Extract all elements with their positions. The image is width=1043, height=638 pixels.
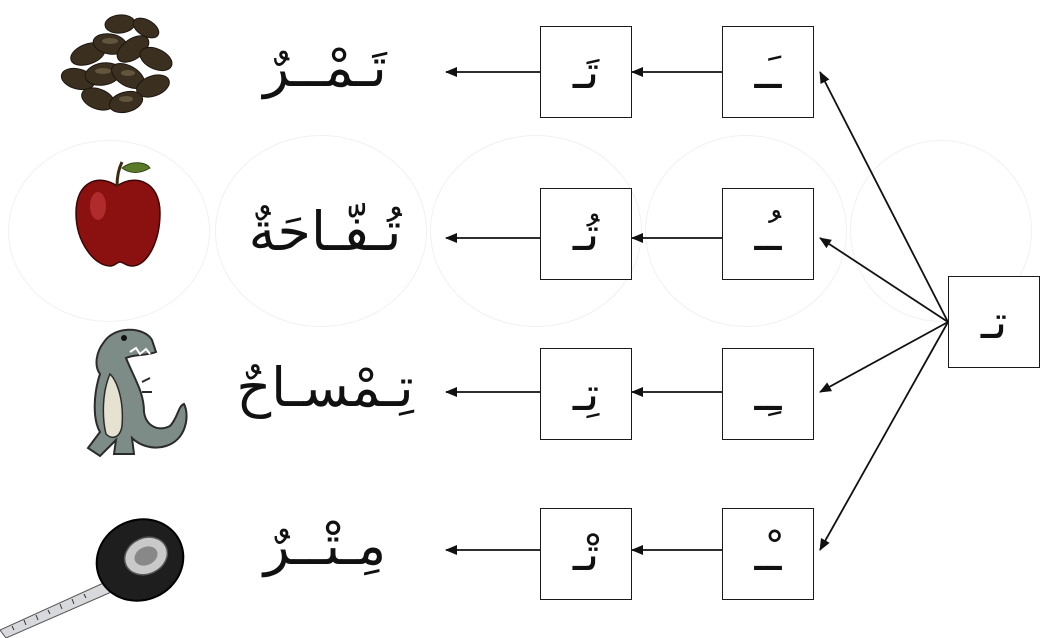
source-letter-box: تـ	[948, 276, 1040, 368]
vowel-mark: ـَـ	[754, 45, 782, 99]
background-circle	[215, 135, 427, 327]
syllable-box: تِـ	[540, 348, 632, 440]
vowel-mark: ـُـ	[754, 207, 782, 261]
word-label: تُـفّـاحَةٌ	[248, 200, 402, 263]
crocodile-icon	[86, 328, 188, 458]
vowel-box: ـْـ	[722, 508, 814, 600]
arrow-fan-3	[819, 321, 949, 393]
vowel-mark: ـْـ	[754, 527, 782, 581]
arrow-fan-1	[819, 71, 949, 323]
arrow-fan-2	[819, 237, 949, 323]
syllable: تْـ	[572, 527, 600, 581]
vowel-box: ـَـ	[722, 26, 814, 118]
syllable: تِـ	[572, 367, 600, 421]
background-circle	[645, 135, 847, 327]
dates-icon	[60, 14, 173, 114]
background-circle	[430, 135, 642, 327]
background-circle	[8, 140, 210, 322]
vowel-box: ـُـ	[722, 188, 814, 280]
vowel-mark: ـِـ	[754, 367, 782, 421]
syllable-box: تْـ	[540, 508, 632, 600]
word-label: تَـمْــرٌ	[263, 36, 387, 99]
background-circle	[850, 140, 1032, 322]
word-label: تِـمْسـاحٌ	[236, 356, 414, 419]
syllable-box: تَـ	[540, 26, 632, 118]
syllable: تُـ	[572, 207, 600, 261]
arrow-fan-4	[819, 321, 949, 551]
tape-measure-icon	[0, 518, 185, 638]
syllable-box: تُـ	[540, 188, 632, 280]
vowel-box: ـِـ	[722, 348, 814, 440]
syllable: تَـ	[572, 45, 600, 99]
apple-icon	[75, 161, 161, 267]
source-letter: تـ	[980, 295, 1008, 349]
word-label: مِـتْــرٌ	[263, 514, 387, 577]
